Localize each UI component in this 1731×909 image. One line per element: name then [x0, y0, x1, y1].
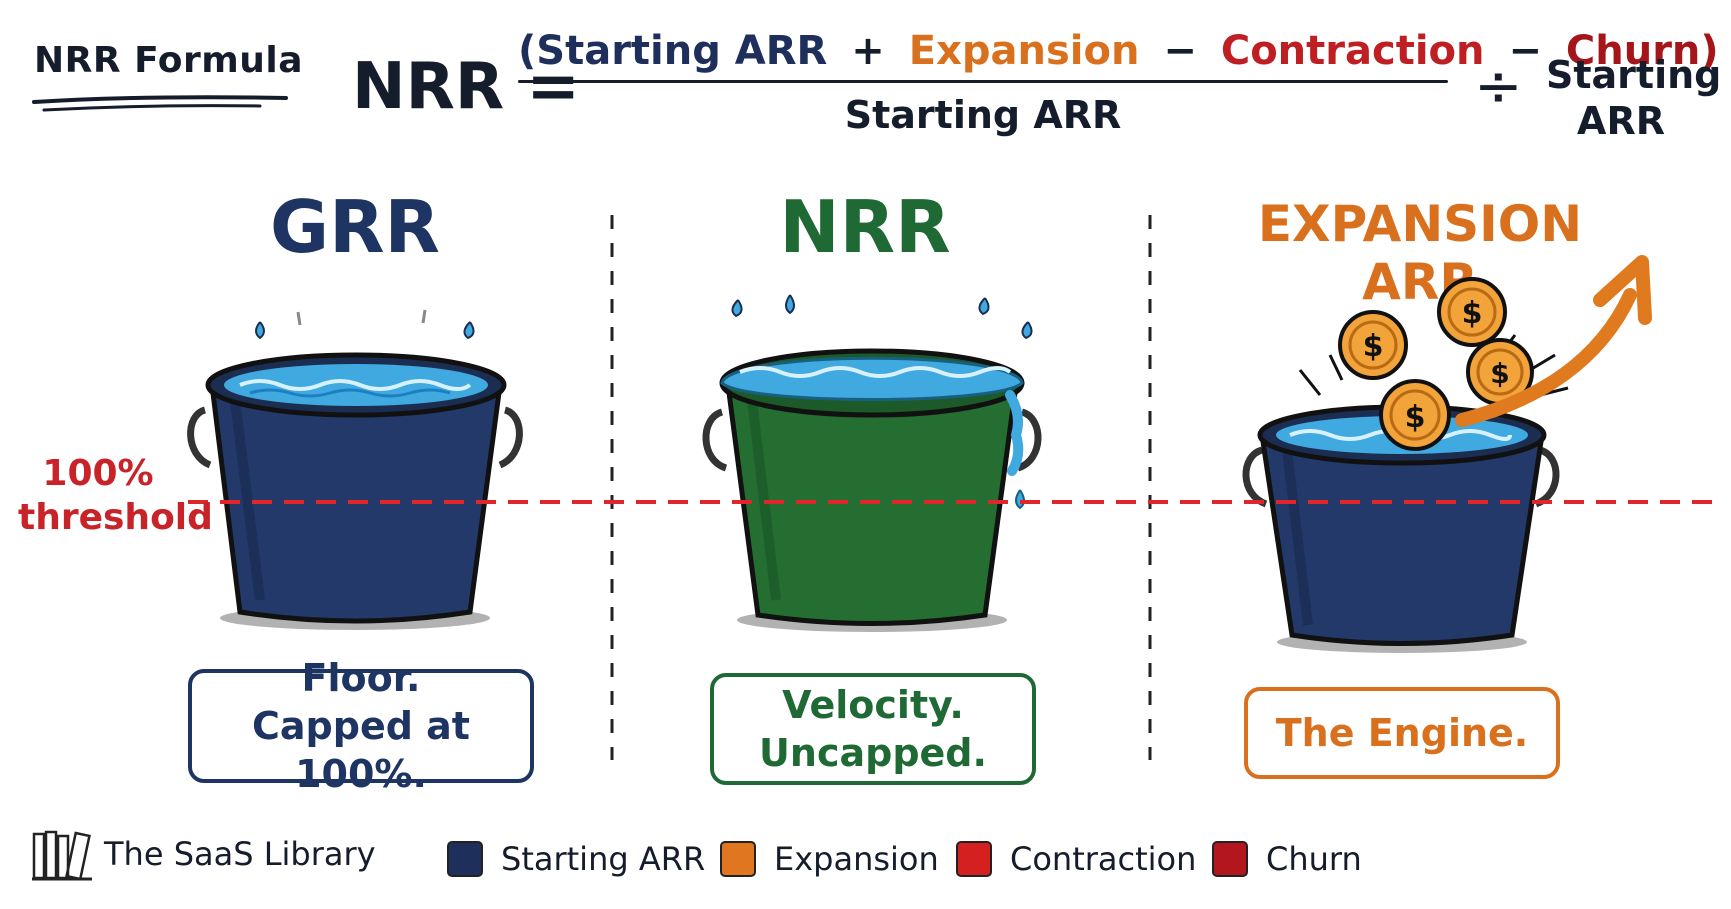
legend-swatch-contraction — [956, 841, 992, 877]
caption-grr: Floor. Capped at 100%. — [188, 656, 534, 796]
title-expansion-arr: EXPANSION ARR — [1257, 195, 1583, 311]
brand: The SaaS Library — [104, 835, 376, 873]
threshold-percent: 100% — [42, 453, 154, 494]
numerator-minus-2: − — [1508, 28, 1542, 74]
dollar-coin-icon: $ — [1379, 379, 1451, 451]
threshold-label: 100% threshold — [18, 452, 213, 540]
legend-swatch-starting-arr — [447, 841, 483, 877]
formula-denominator: Starting ARR — [844, 93, 1122, 137]
formula-fraction: (Starting ARR + Expansion − Contraction … — [518, 28, 1719, 137]
legend-swatch-expansion — [720, 841, 756, 877]
caption-grr-line1: Floor. — [301, 656, 421, 700]
right-starting-arr: Starting ARR — [1546, 52, 1722, 144]
up-right-arrow-icon — [1455, 255, 1652, 427]
caption-expansion: The Engine. — [1244, 687, 1560, 779]
fraction-bar — [518, 80, 1448, 83]
svg-text:$: $ — [1490, 357, 1509, 390]
nrr-bucket-icon — [702, 294, 1042, 632]
formula-heading: NRR Formula — [34, 40, 303, 81]
numerator-plus: + — [851, 28, 885, 74]
numerator-starting-arr: (Starting ARR — [518, 28, 828, 74]
numerator-minus-1: − — [1163, 28, 1197, 74]
legend-label-churn: Churn — [1266, 840, 1362, 878]
legend-label-expansion: Expansion — [774, 840, 939, 878]
brand-label: The SaaS Library — [104, 835, 376, 873]
legend-item-starting-arr: Starting ARR — [447, 840, 705, 878]
caption-nrr: Velocity. Uncapped. — [710, 673, 1036, 785]
legend-label-contraction: Contraction — [1010, 840, 1197, 878]
books-icon — [32, 830, 92, 881]
dollar-coin-icon: $ — [1437, 277, 1507, 347]
dollar-coin-icon: $ — [1338, 310, 1408, 380]
formula-numerator: (Starting ARR + Expansion − Contraction … — [518, 28, 1719, 74]
caption-grr-line2: Capped at 100%. — [252, 704, 470, 796]
title-nrr: NRR — [779, 185, 951, 269]
legend-item-expansion: Expansion — [720, 840, 939, 878]
formula-lhs: NRR = — [352, 50, 581, 124]
svg-text:$: $ — [1462, 296, 1483, 331]
caption-expansion-line1: The Engine. — [1275, 711, 1529, 755]
legend-item-contraction: Contraction — [956, 840, 1196, 878]
svg-text:$: $ — [1363, 329, 1384, 364]
grr-bucket-icon — [187, 309, 523, 630]
legend-label-starting-arr: Starting ARR — [501, 840, 706, 878]
legend-item-churn: Churn — [1212, 840, 1362, 878]
caption-nrr-line2: Uncapped. — [759, 731, 987, 775]
divide-sign: ÷ — [1474, 52, 1523, 120]
title-grr: GRR — [270, 185, 440, 269]
numerator-churn: Churn) — [1565, 28, 1719, 74]
svg-text:$: $ — [1405, 400, 1426, 435]
formula-underline — [32, 95, 288, 112]
caption-nrr-line1: Velocity. — [782, 683, 964, 727]
legend-swatch-churn — [1212, 841, 1248, 877]
right-starting-line2: ARR — [1577, 99, 1665, 143]
numerator-contraction: Contraction — [1220, 28, 1485, 74]
threshold-word: threshold — [18, 497, 213, 538]
numerator-expansion: Expansion — [908, 28, 1140, 74]
right-starting-line1: Starting — [1546, 53, 1722, 97]
